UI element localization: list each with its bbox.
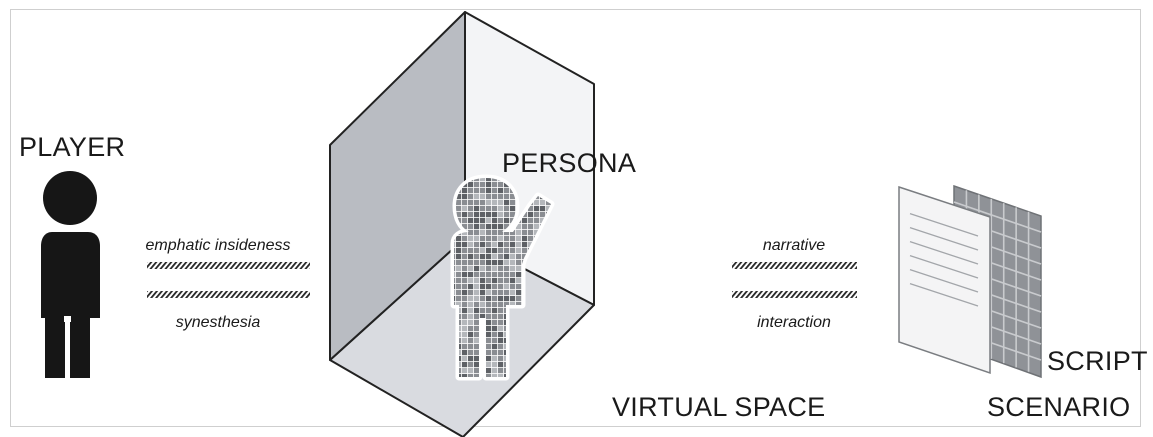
narrative-label: narrative (763, 237, 825, 254)
hatch-bar-left-bottom (147, 291, 310, 298)
interaction-label: interaction (757, 314, 831, 331)
script-label: SCRIPT (1047, 346, 1148, 376)
hatch-bar-right-top (732, 262, 857, 269)
scenario-text-page-icon (898, 185, 991, 375)
hatch-bar-right-bottom (732, 291, 857, 298)
hatch-bar-left-top (147, 262, 310, 269)
emphatic-insideness-label: emphatic insideness (146, 237, 291, 254)
player-label: PLAYER (19, 132, 125, 162)
scenario-label: SCENARIO (987, 392, 1130, 422)
persona-label: PERSONA (502, 148, 636, 178)
figure-frame (10, 9, 1141, 427)
virtual-space-label: VIRTUAL SPACE (612, 392, 825, 422)
player-silhouette-icon (41, 171, 100, 378)
synesthesia-label: synesthesia (176, 314, 261, 331)
